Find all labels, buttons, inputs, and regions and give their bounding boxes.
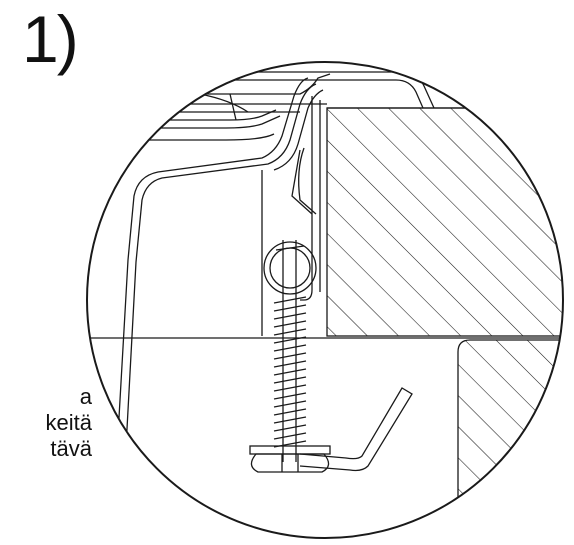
thread-line [273,320,307,328]
bent-wire-bracket [299,387,413,472]
thread-line [273,312,307,320]
thread-line [273,408,307,416]
thread-line [273,360,307,368]
clip-bracket [291,96,321,301]
outer-frame-profile [111,77,324,538]
screw-thread [273,296,307,448]
thread-line [273,432,307,440]
side-caption-line: tävä [50,436,92,461]
thread-line [273,400,307,408]
thread-line [273,296,307,304]
side-caption: a keitä tävä [0,384,92,462]
thread-line [273,416,307,424]
thread-line [273,304,307,312]
hatched-frame-block [326,107,563,337]
thread-line [273,328,307,336]
thread-line [273,344,307,352]
thread-line [273,368,307,376]
step-label: 1) [22,2,79,76]
side-caption-line: keitä [45,410,92,435]
detail-circle [86,61,564,539]
thread-line [273,336,307,344]
screw [275,240,305,462]
thread-line [273,384,307,392]
hatched-lower-block [457,339,563,538]
side-caption-line: a [79,384,92,409]
thread-line [273,352,307,360]
screw-head [249,445,331,473]
thread-line [273,424,307,432]
thread-line [273,392,307,400]
ring-hook [263,241,317,295]
thread-line [273,376,307,384]
